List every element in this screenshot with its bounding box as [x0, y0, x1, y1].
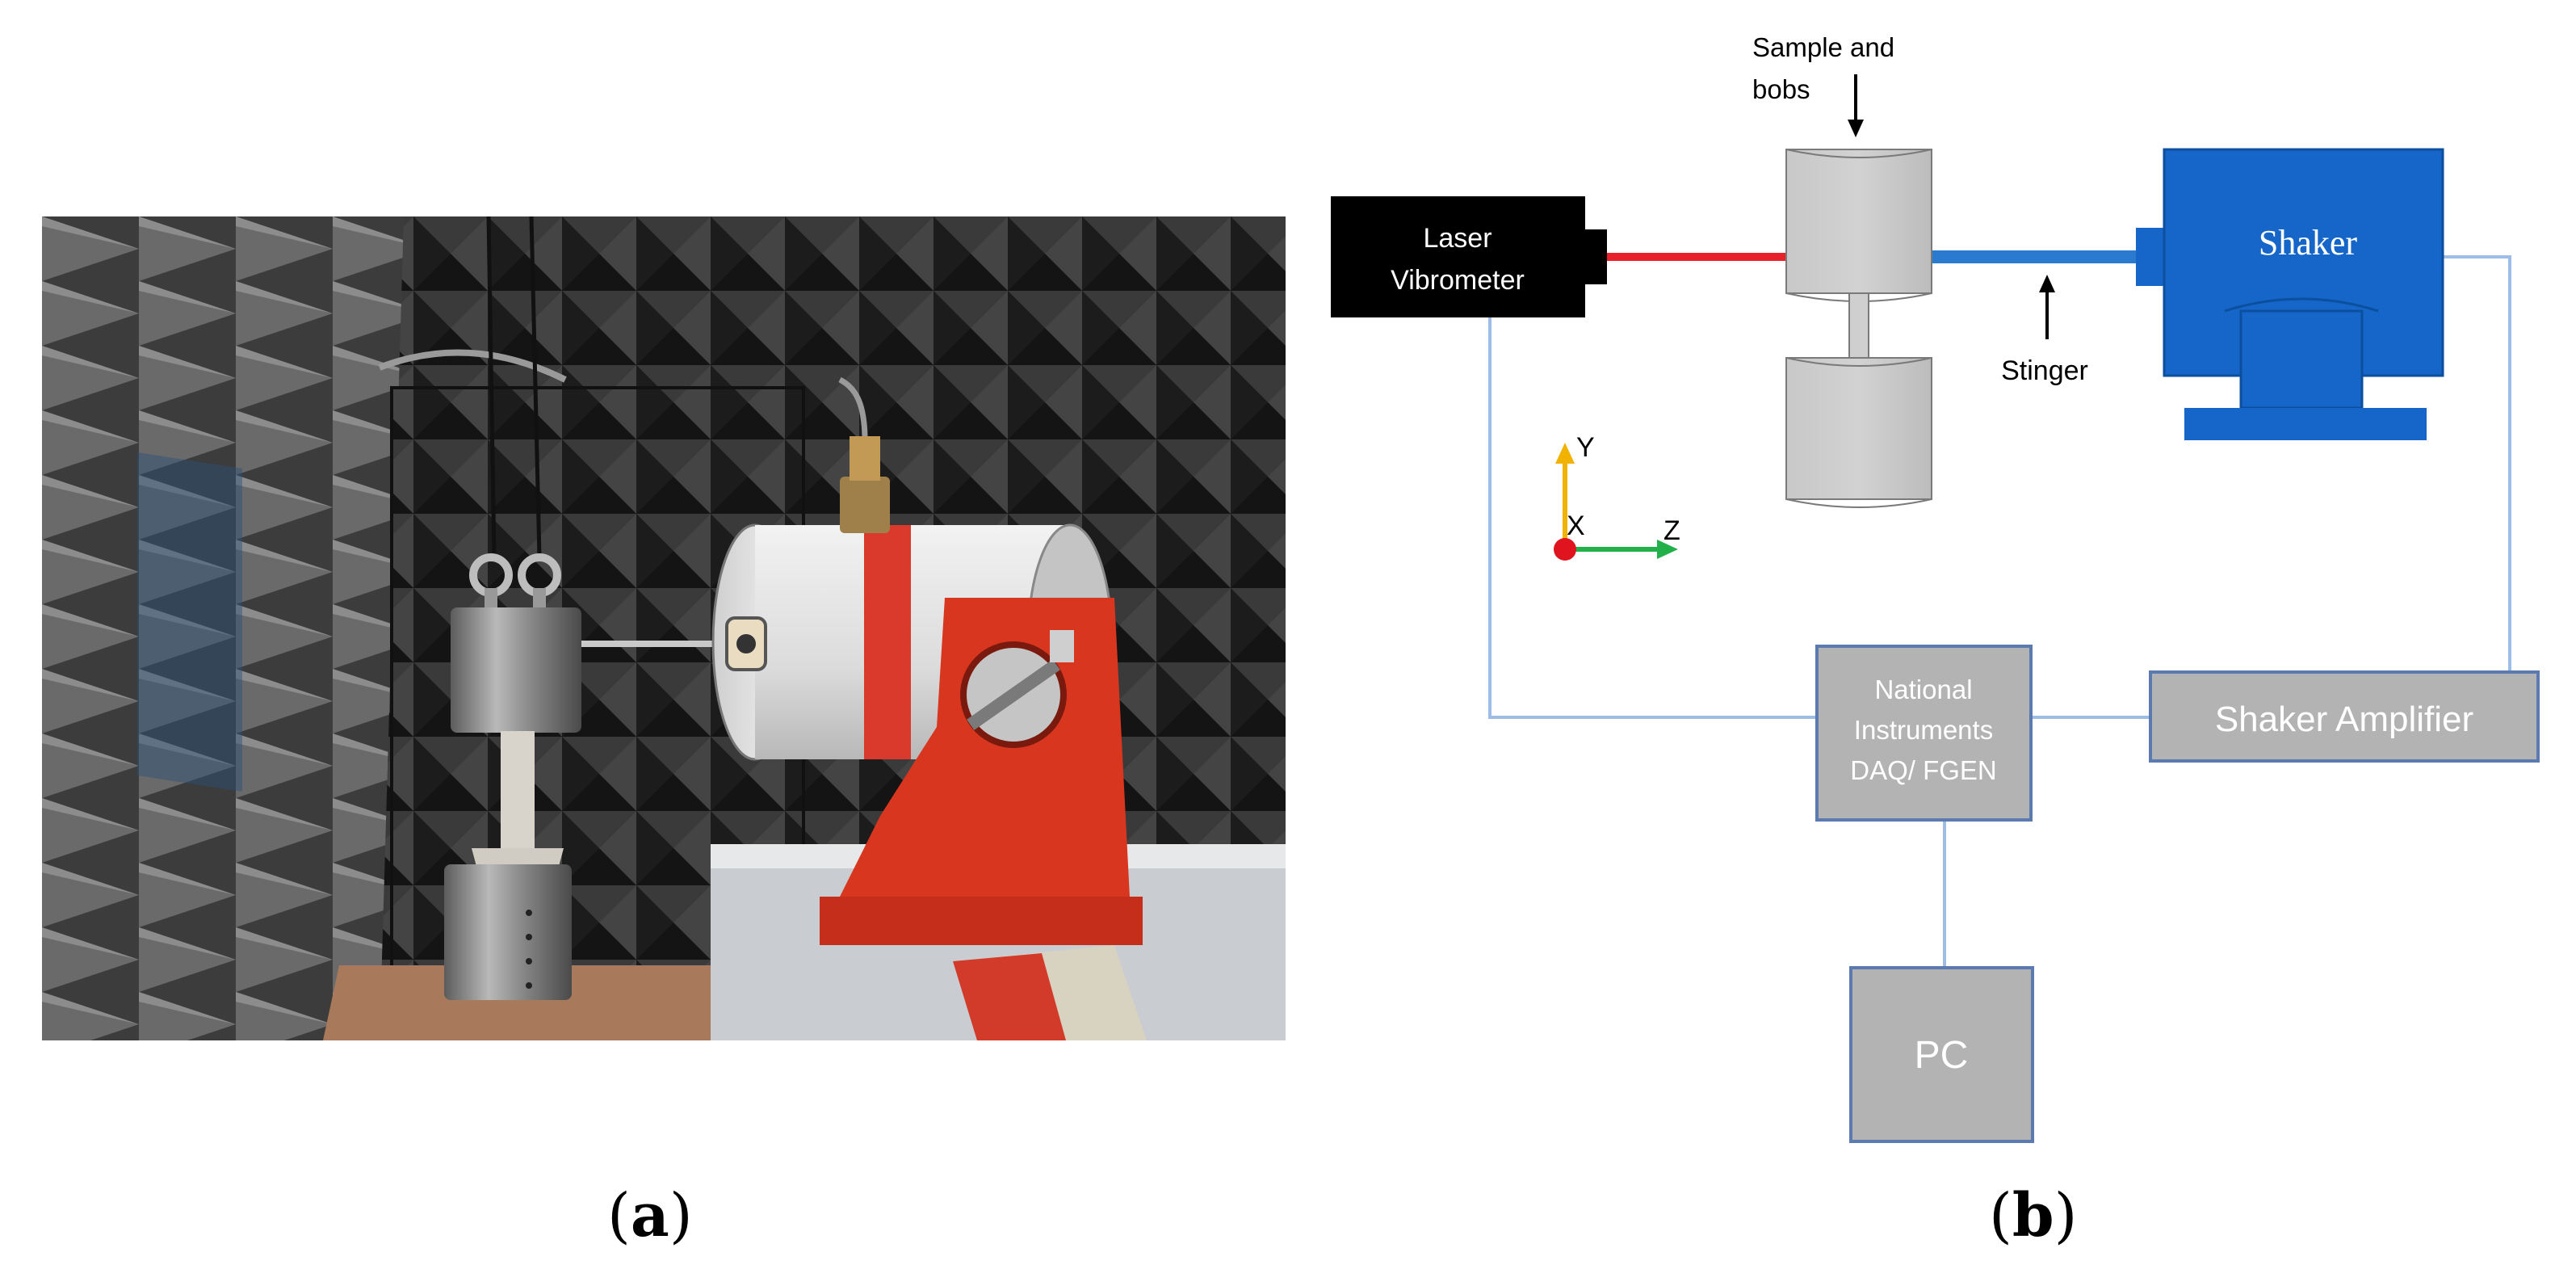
coordinate-axes: Y X Z [1554, 432, 1680, 561]
panel-b-label-close: ) [2054, 1181, 2078, 1250]
axis-z-label: Z [1663, 515, 1680, 546]
laser-vibrometer-label-line2: Vibrometer [1391, 265, 1525, 296]
shaker: Shaker [2136, 148, 2444, 440]
daq-label-line2: Instruments [1854, 715, 1993, 745]
daq-label-line3: DAQ/ FGEN [1850, 755, 1997, 785]
panel-a-label-close: ) [669, 1181, 693, 1250]
sample-arrow [1848, 74, 1864, 137]
pc-box: PC [1849, 966, 2034, 1143]
panel-b-label: (b) [1989, 1175, 2078, 1256]
sample-and-bobs [1785, 149, 1932, 508]
axis-y-label: Y [1576, 432, 1595, 463]
shaker-label: Shaker [2259, 223, 2358, 263]
panel-a-label-open: ( [607, 1181, 631, 1250]
panel-a-label-letter: a [630, 1181, 669, 1250]
daq-label-line1: National [1874, 675, 1972, 704]
wiring [1488, 255, 2511, 968]
amplifier-label: Shaker Amplifier [2215, 700, 2473, 739]
stinger-label: Stinger [2001, 355, 2088, 386]
sample-and-bobs-label-line1: Sample and [1752, 32, 1894, 62]
axis-x-label: X [1567, 511, 1585, 541]
amplifier-box: Shaker Amplifier [2149, 670, 2540, 763]
wire-laser-to-daq [1488, 315, 1817, 719]
sample-and-bobs-label-line2: bobs [1752, 74, 1810, 104]
daq-box: National Instruments DAQ/ FGEN [1815, 645, 2033, 822]
laser-vibrometer-label-line1: Laser [1423, 223, 1491, 254]
axis-x-dot [1554, 538, 1576, 561]
laser-vibrometer: Laser Vibrometer [1331, 196, 1607, 317]
panel-a-label: (a) [607, 1175, 693, 1256]
stinger-arrow [2039, 275, 2055, 339]
wire-shaker-to-amplifier [2443, 255, 2511, 672]
pc-label: PC [1915, 1034, 1969, 1077]
panel-b-label-open: ( [1989, 1181, 2012, 1250]
panel-b-label-letter: b [2012, 1181, 2054, 1250]
